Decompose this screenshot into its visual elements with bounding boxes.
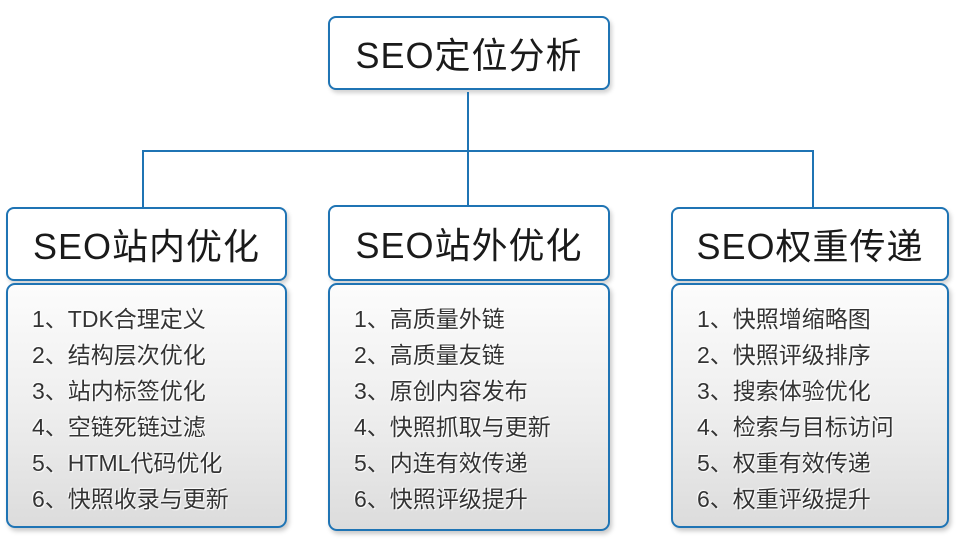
connector-drop-left-line: [142, 152, 144, 207]
branch-onsite-list-box: 1、TDK合理定义 2、结构层次优化 3、站内标签优化 4、空链死链过滤 5、H…: [6, 283, 287, 528]
list-item: 4、快照抓取与更新: [354, 414, 551, 440]
connector-drop-right-line: [812, 152, 814, 207]
list-item: 1、TDK合理定义: [32, 306, 206, 332]
list-item: 3、搜索体验优化: [697, 378, 871, 404]
connector-root-vertical-line: [467, 92, 469, 150]
list-item: 5、HTML代码优化: [32, 450, 223, 476]
branch-weight-list-box: 1、快照增缩略图 2、快照评级排序 3、搜索体验优化 4、检索与目标访问 5、权…: [671, 283, 949, 528]
list-item: 2、快照评级排序: [697, 342, 871, 368]
list-item: 6、权重评级提升: [697, 486, 871, 512]
branch-weight-title: SEO权重传递: [696, 226, 924, 267]
root-node-box: SEO定位分析: [328, 16, 610, 90]
list-item: 5、权重有效传递: [697, 450, 871, 476]
branch-weight-header-box: SEO权重传递: [671, 207, 949, 281]
branch-onsite-title: SEO站内优化: [32, 226, 261, 267]
list-item: 3、原创内容发布: [354, 378, 528, 404]
branch-offsite-title: SEO站外优化: [355, 225, 583, 266]
list-item: 4、空链死链过滤: [32, 414, 206, 440]
branch-onsite-header-box: SEO站内优化: [6, 207, 287, 281]
list-item: 4、检索与目标访问: [697, 414, 894, 440]
list-item: 2、结构层次优化: [32, 342, 206, 368]
list-item: 1、高质量外链: [354, 306, 505, 332]
root-node-title: SEO定位分析: [355, 35, 583, 76]
list-item: 2、高质量友链: [354, 342, 505, 368]
branch-offsite-header-box: SEO站外优化: [328, 205, 610, 281]
list-item: 6、快照收录与更新: [32, 486, 229, 512]
list-item: 3、站内标签优化: [32, 378, 206, 404]
connector-drop-middle-line: [467, 152, 469, 205]
connector-horizontal-line: [142, 150, 814, 152]
list-item: 1、快照增缩略图: [697, 306, 871, 332]
list-item: 5、内连有效传递: [354, 450, 528, 476]
branch-offsite-list-box: 1、高质量外链 2、高质量友链 3、原创内容发布 4、快照抓取与更新 5、内连有…: [328, 283, 610, 531]
list-item: 6、快照评级提升: [354, 486, 528, 512]
